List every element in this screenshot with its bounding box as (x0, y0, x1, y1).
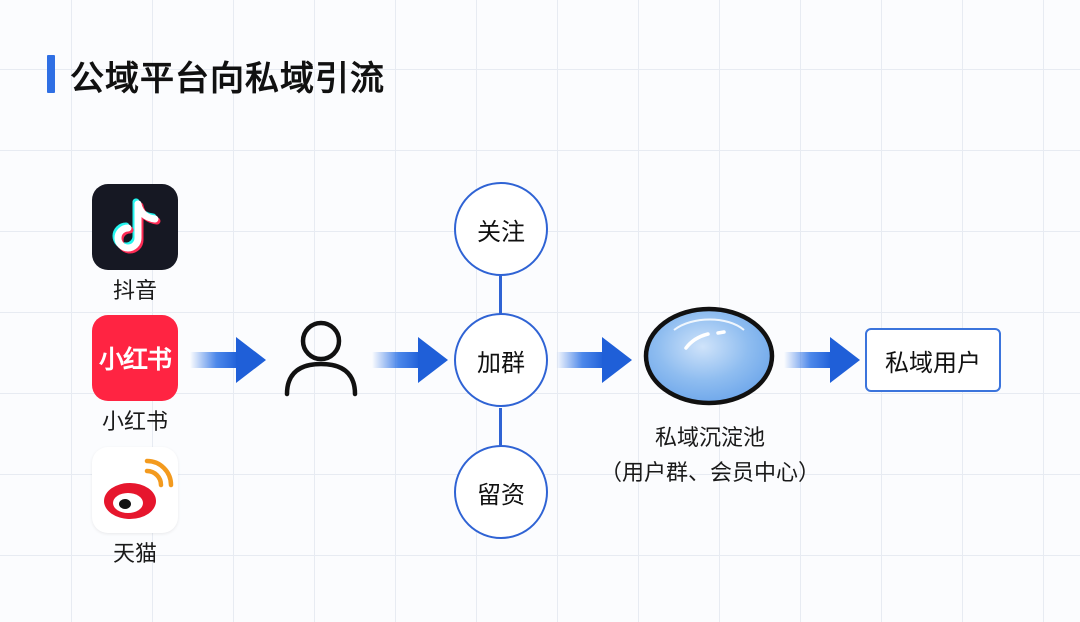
flow-arrow-1 (190, 337, 266, 383)
xiaohongshu-icon: 小红书 (92, 315, 178, 401)
pool-sublabel: （用户群、会员中心） (599, 461, 820, 486)
flow-arrow-2 (372, 337, 448, 383)
weibo-icon (92, 447, 178, 533)
platform-label-douyin: 抖音 (112, 279, 157, 304)
action-circle-join-group: 加群 (454, 313, 548, 407)
action-circle-follow: 关注 (454, 182, 548, 276)
douyin-icon (92, 184, 178, 270)
user-icon (284, 320, 358, 397)
private-domain-users-box: 私域用户 (865, 328, 1001, 392)
action-circle-leave-info: 留资 (454, 445, 548, 539)
pool-icon (643, 306, 775, 406)
xiaohongshu-icon-text: 小红书 (98, 345, 172, 374)
page-title: 公域平台向私域引流 (70, 59, 385, 99)
flow-arrow-4 (784, 337, 860, 383)
platform-label-tianmao: 天猫 (112, 542, 157, 567)
connector-line-bottom (499, 408, 502, 446)
pool-label: 私域沉淀池 (654, 426, 765, 451)
flow-arrow-3 (556, 337, 632, 383)
title-accent-bar (47, 55, 55, 93)
connector-line-top (499, 276, 502, 314)
platform-label-xiaohongshu: 小红书 (101, 410, 168, 435)
